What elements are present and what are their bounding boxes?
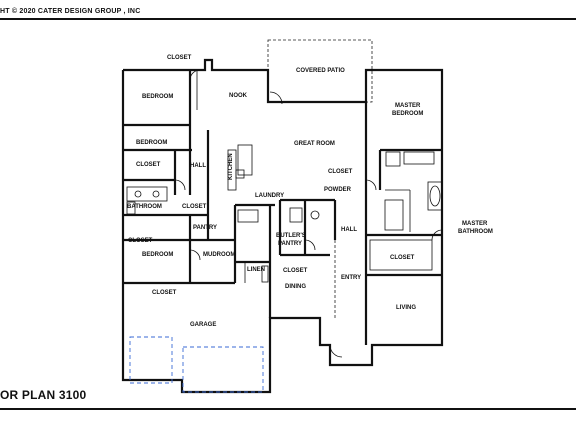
- interior-walls: [123, 70, 442, 345]
- closet-dining-label: CLOSET: [283, 268, 308, 274]
- master-bathroom-label-1: MASTER: [462, 221, 488, 227]
- living-label: LIVING: [396, 305, 416, 311]
- laundry-label: LAUNDRY: [255, 193, 284, 199]
- kitchen-label: KITCHEN: [228, 153, 234, 180]
- bathroom-label: BATHROOM: [127, 204, 162, 210]
- closet-top-label: CLOSET: [167, 55, 192, 61]
- exterior-walls: [121, 58, 444, 394]
- dining-label: DINING: [285, 284, 306, 290]
- top-rule: [0, 18, 576, 20]
- closet-garage-label: CLOSET: [152, 290, 177, 296]
- closet-bed3-label: CLOSET: [128, 238, 153, 244]
- closet-center-label: CLOSET: [328, 169, 353, 175]
- covered-patio-label: COVERED PATIO: [296, 68, 345, 74]
- garage-bay-right: [182, 346, 264, 393]
- hall-left-label: HALL: [190, 163, 206, 169]
- closet-master-label: CLOSET: [390, 255, 415, 261]
- closet-left-label: CLOSET: [136, 162, 161, 168]
- bottom-rule: [0, 408, 576, 410]
- mudroom-label: MUDROOM: [203, 252, 235, 258]
- butlers-pantry-label-1: BUTLER'S: [276, 233, 306, 239]
- hall-right-label: HALL: [341, 227, 357, 233]
- bedroom-1-label: BEDROOM: [142, 94, 173, 100]
- great-room-label: GREAT ROOM: [294, 141, 335, 147]
- garage-bay-left: [129, 336, 173, 384]
- copyright-notice: HT © 2020 CATER DESIGN GROUP , INC: [0, 8, 141, 15]
- linen-label: LINEN: [247, 267, 265, 273]
- door-swings: [174, 69, 443, 358]
- garage-label: GARAGE: [190, 322, 216, 328]
- pantry-label: PANTRY: [193, 225, 217, 231]
- powder-label: POWDER: [324, 187, 352, 193]
- bedroom-3-label: BEDROOM: [142, 252, 173, 258]
- plan-title: OR PLAN 3100: [0, 388, 87, 402]
- master-bedroom-label-1: MASTER: [395, 103, 421, 109]
- master-bathroom-label-2: BATHROOM: [458, 229, 493, 235]
- entry-label: ENTRY: [341, 275, 361, 281]
- master-bedroom-label-2: BEDROOM: [392, 111, 423, 117]
- butlers-pantry-label-2: PANTRY: [278, 241, 302, 247]
- bedroom-2-label: BEDROOM: [136, 140, 167, 146]
- fixtures: [126, 144, 443, 283]
- nook-label: NOOK: [229, 93, 248, 99]
- closet-bath-label: CLOSET: [182, 204, 207, 210]
